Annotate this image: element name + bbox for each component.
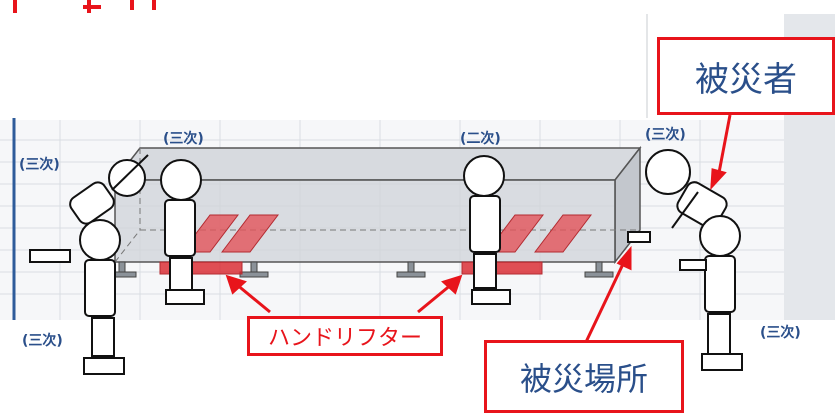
tag-right-bottom: (三次): [760, 325, 801, 341]
tag-center-worker: (二次): [460, 131, 501, 147]
tag-right-top: (三次): [645, 127, 686, 143]
blank-panel: [10, 14, 647, 118]
tag-left-rear-worker: (三次): [163, 131, 204, 147]
callout-arrows: [225, 114, 732, 343]
tag-left-top: (三次): [19, 157, 60, 173]
victim-callout: 被災者: [657, 37, 835, 115]
tag-left-bottom: (三次): [22, 333, 63, 349]
hand-lifter-callout: ハンドリフター: [247, 316, 443, 356]
top-edge-marks: [13, 0, 156, 13]
worker-figures: [29, 149, 743, 375]
accident-place-callout: 被災場所: [484, 340, 684, 413]
